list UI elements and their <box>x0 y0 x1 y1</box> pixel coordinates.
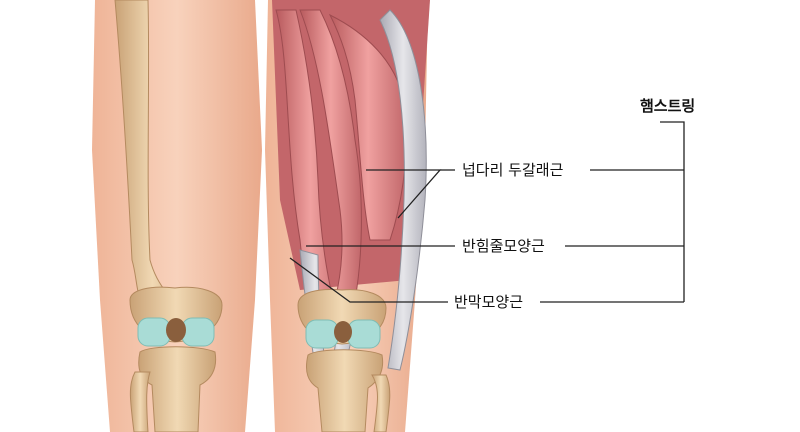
biceps-femoris-tendon <box>379 9 427 371</box>
right-leg <box>265 0 430 432</box>
right-cartilage-lateral <box>347 319 381 349</box>
leader-lines <box>289 121 685 303</box>
biceps-femoris-muscle <box>328 13 407 241</box>
left-leg <box>92 0 262 432</box>
left-fibula <box>129 371 151 432</box>
hamstring-bracket <box>660 121 685 302</box>
semitendinosus-label: 반힘줄모양근 <box>462 237 545 255</box>
leader-semimembranosus <box>289 257 448 303</box>
right-intercondylar-notch <box>334 321 352 343</box>
hamstring-group-label: 햄스트링 <box>640 97 696 115</box>
right-knee <box>297 289 391 432</box>
left-cartilage-medial <box>137 317 171 347</box>
right-cartilage-medial <box>305 319 339 349</box>
semimembranosus-label: 반막모양근 <box>454 293 524 311</box>
left-knee <box>129 286 223 432</box>
biceps-femoris-label: 넙다리 두갈래근 <box>462 161 564 179</box>
right-fibula <box>371 374 391 432</box>
left-intercondylar-notch <box>166 318 186 342</box>
left-cartilage-lateral <box>181 317 215 347</box>
